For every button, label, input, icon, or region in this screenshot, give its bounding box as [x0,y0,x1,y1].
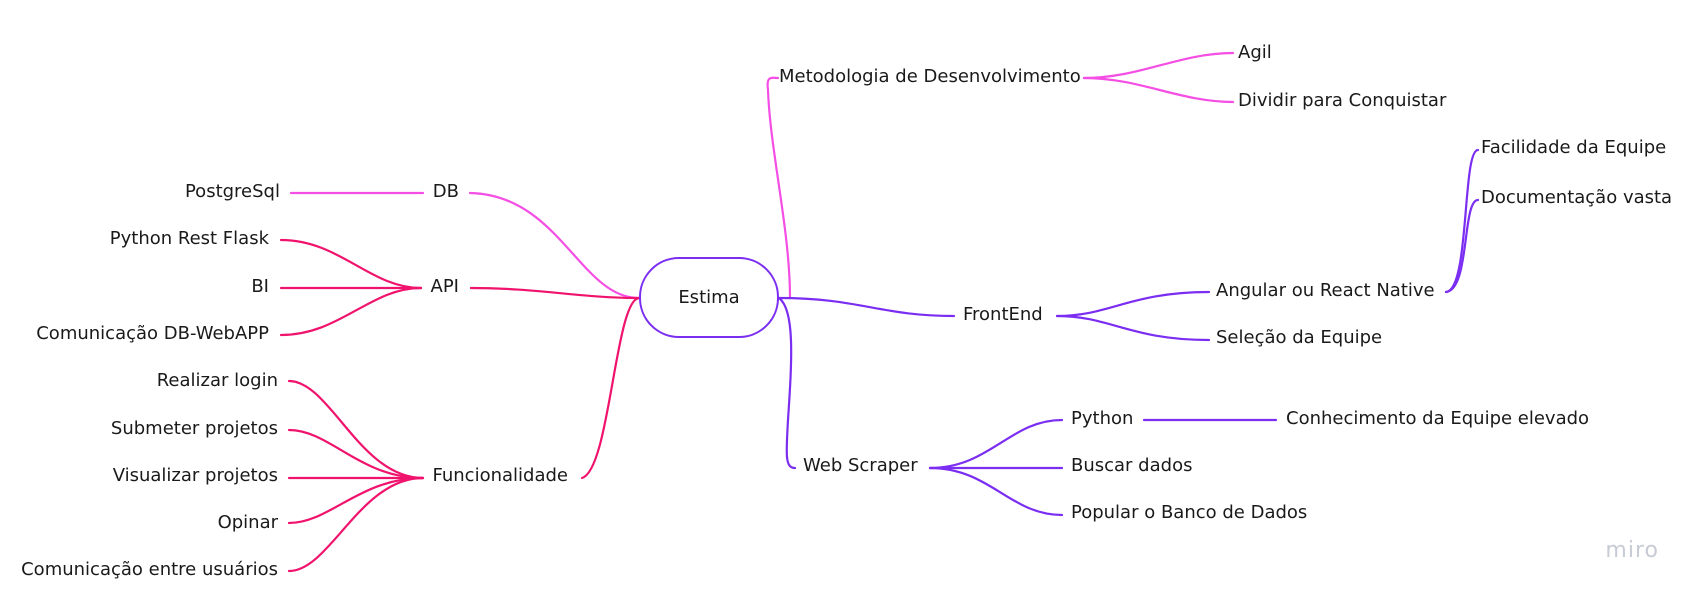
node-comunicacao-usuarios[interactable]: Comunicação entre usuários [21,559,278,580]
edge-func-submeter [287,428,425,480]
node-angular[interactable]: Angular ou React Native [1216,280,1435,301]
node-api[interactable]: API [430,276,459,297]
edge-root-metodologia [766,76,792,300]
node-agil[interactable]: Agil [1238,42,1272,63]
edge-angular-documentacao [1444,198,1480,294]
edge-api-comunicacao-db [279,286,423,337]
node-login[interactable]: Realizar login [156,370,278,391]
node-dividir[interactable]: Dividir para Conquistar [1238,90,1447,111]
node-documentacao[interactable]: Documentação vasta [1481,187,1673,208]
node-db[interactable]: DB [432,181,459,202]
edge-root-db [468,191,641,300]
node-opinar[interactable]: Opinar [217,512,278,533]
edge-root-funcionalidade [580,296,641,480]
node-flask[interactable]: Python Rest Flask [109,228,269,249]
edge-func-comunicacao [287,476,425,573]
root-node[interactable]: Estima [639,257,779,338]
edge-angular-facilidade [1444,148,1480,294]
edge-root-frontend [777,296,956,318]
miro-logo-watermark: miro [1605,538,1659,563]
node-selecao[interactable]: Seleção da Equipe [1216,327,1383,348]
node-visualizar[interactable]: Visualizar projetos [112,465,278,486]
node-postgresql[interactable]: PostgreSql [184,181,280,202]
edge-webscraper-popular [928,466,1064,517]
edge-root-api [469,286,641,300]
node-buscar[interactable]: Buscar dados [1071,455,1193,476]
edge-metodologia-dividir [1082,76,1235,104]
edge-metodologia-agil [1082,51,1235,80]
node-webscraper[interactable]: Web Scraper [803,455,918,476]
node-submeter[interactable]: Submeter projetos [110,418,278,439]
edge-root-webscraper [777,296,797,470]
edge-frontend-angular [1055,290,1211,318]
node-bi[interactable]: BI [251,276,269,297]
edge-api-flask [279,238,423,290]
node-conhecimento[interactable]: Conhecimento da Equipe elevado [1286,408,1590,429]
node-popular[interactable]: Popular o Banco de Dados [1071,502,1308,523]
node-metodologia[interactable]: Metodologia de Desenvolvimento [779,66,1081,87]
edge-func-login [287,379,425,480]
node-funcionalidade[interactable]: Funcionalidade [432,465,569,486]
edge-frontend-selecao [1055,314,1211,342]
node-frontend[interactable]: FrontEnd [963,304,1043,325]
node-python[interactable]: Python [1071,408,1134,429]
edge-func-opinar [287,476,425,525]
node-comunicacao-db[interactable]: Comunicação DB-WebAPP [36,323,269,344]
edge-webscraper-python [928,418,1064,470]
node-facilidade[interactable]: Facilidade da Equipe [1481,137,1667,158]
